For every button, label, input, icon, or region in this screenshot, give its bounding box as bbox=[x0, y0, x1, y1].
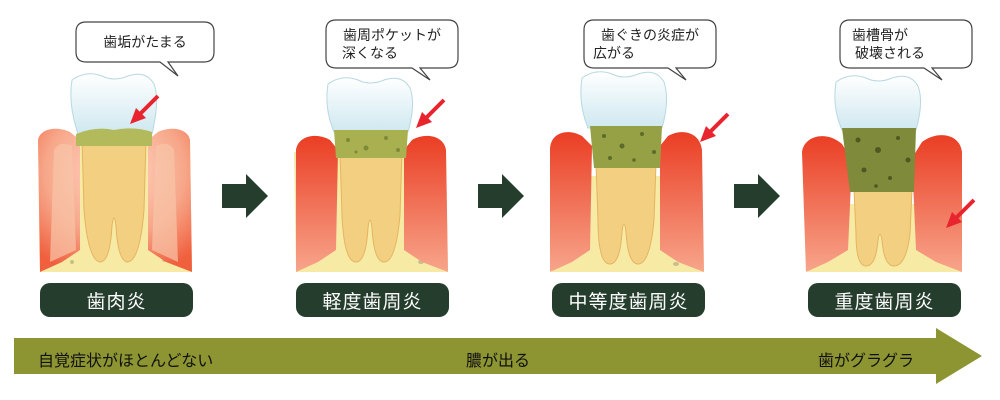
progression-arrow bbox=[14, 328, 982, 384]
plaque bbox=[590, 126, 662, 168]
speech-bubble-4: 歯槽骨が 破壊される bbox=[839, 19, 973, 81]
stage-label-moderate-periodontitis: 中等度歯周炎 bbox=[552, 283, 705, 317]
plaque bbox=[842, 128, 916, 192]
stage-label-gingivitis: 歯肉炎 bbox=[40, 283, 193, 317]
pointer-arrow bbox=[946, 198, 976, 228]
progression-label-start: 自覚症状がほとんどない bbox=[38, 351, 214, 370]
speech-bubble-2: 歯周ポケットが 深くなる bbox=[325, 19, 459, 81]
gum bbox=[802, 135, 962, 272]
speech-bubble-2-line-1: 歯周ポケットが bbox=[343, 28, 441, 44]
plaque bbox=[334, 130, 408, 158]
stage-4-illustration bbox=[802, 75, 976, 272]
stage-1-illustration bbox=[38, 73, 192, 272]
step-arrow-1 bbox=[222, 174, 268, 218]
speech-bubble-1: 歯垢がたまる bbox=[75, 21, 215, 77]
stage-2-illustration bbox=[294, 77, 448, 272]
progression-label-middle: 膿が出る bbox=[466, 351, 531, 370]
speech-bubble-2-line-2: 深くなる bbox=[342, 46, 398, 62]
stage-label-mild-periodontitis: 軽度歯周炎 bbox=[296, 283, 449, 317]
stage-label-severe-periodontitis: 重度歯周炎 bbox=[808, 283, 961, 317]
tooth-root bbox=[339, 151, 403, 263]
tooth-root bbox=[81, 139, 147, 263]
plaque-texture bbox=[602, 132, 656, 162]
pointer-arrow bbox=[416, 98, 446, 128]
tooth-root bbox=[595, 163, 657, 265]
plaque-texture bbox=[855, 136, 911, 188]
tooth-crown bbox=[326, 77, 414, 133]
speech-bubble-4-line-1: 歯槽骨が bbox=[852, 28, 908, 44]
speech-bubble-3-line-1: 歯ぐきの炎症が bbox=[601, 28, 699, 44]
gum bbox=[296, 135, 448, 272]
progression-label-end: 歯がグラグラ bbox=[818, 351, 915, 370]
plaque-texture bbox=[346, 136, 400, 154]
step-arrow-2 bbox=[478, 174, 524, 218]
plaque bbox=[76, 128, 152, 146]
speech-bubble-3: 歯ぐきの炎症が 広がる bbox=[583, 19, 717, 81]
tooth-crown bbox=[580, 71, 668, 129]
step-arrow-3 bbox=[734, 174, 780, 218]
speech-bubble-1-line-1: 歯垢がたまる bbox=[103, 35, 187, 51]
pointer-arrow bbox=[700, 112, 730, 142]
speech-bubble-4-line-2: 破壊される bbox=[855, 46, 925, 62]
gum-inner bbox=[50, 143, 178, 262]
pointer-arrow bbox=[130, 94, 160, 124]
stage-3-illustration bbox=[550, 71, 730, 272]
gum bbox=[550, 132, 704, 272]
tooth-crown bbox=[70, 73, 158, 135]
tooth-root bbox=[853, 189, 913, 267]
tooth-crown bbox=[834, 75, 922, 131]
speech-bubble-3-line-2: 広がる bbox=[593, 46, 635, 62]
